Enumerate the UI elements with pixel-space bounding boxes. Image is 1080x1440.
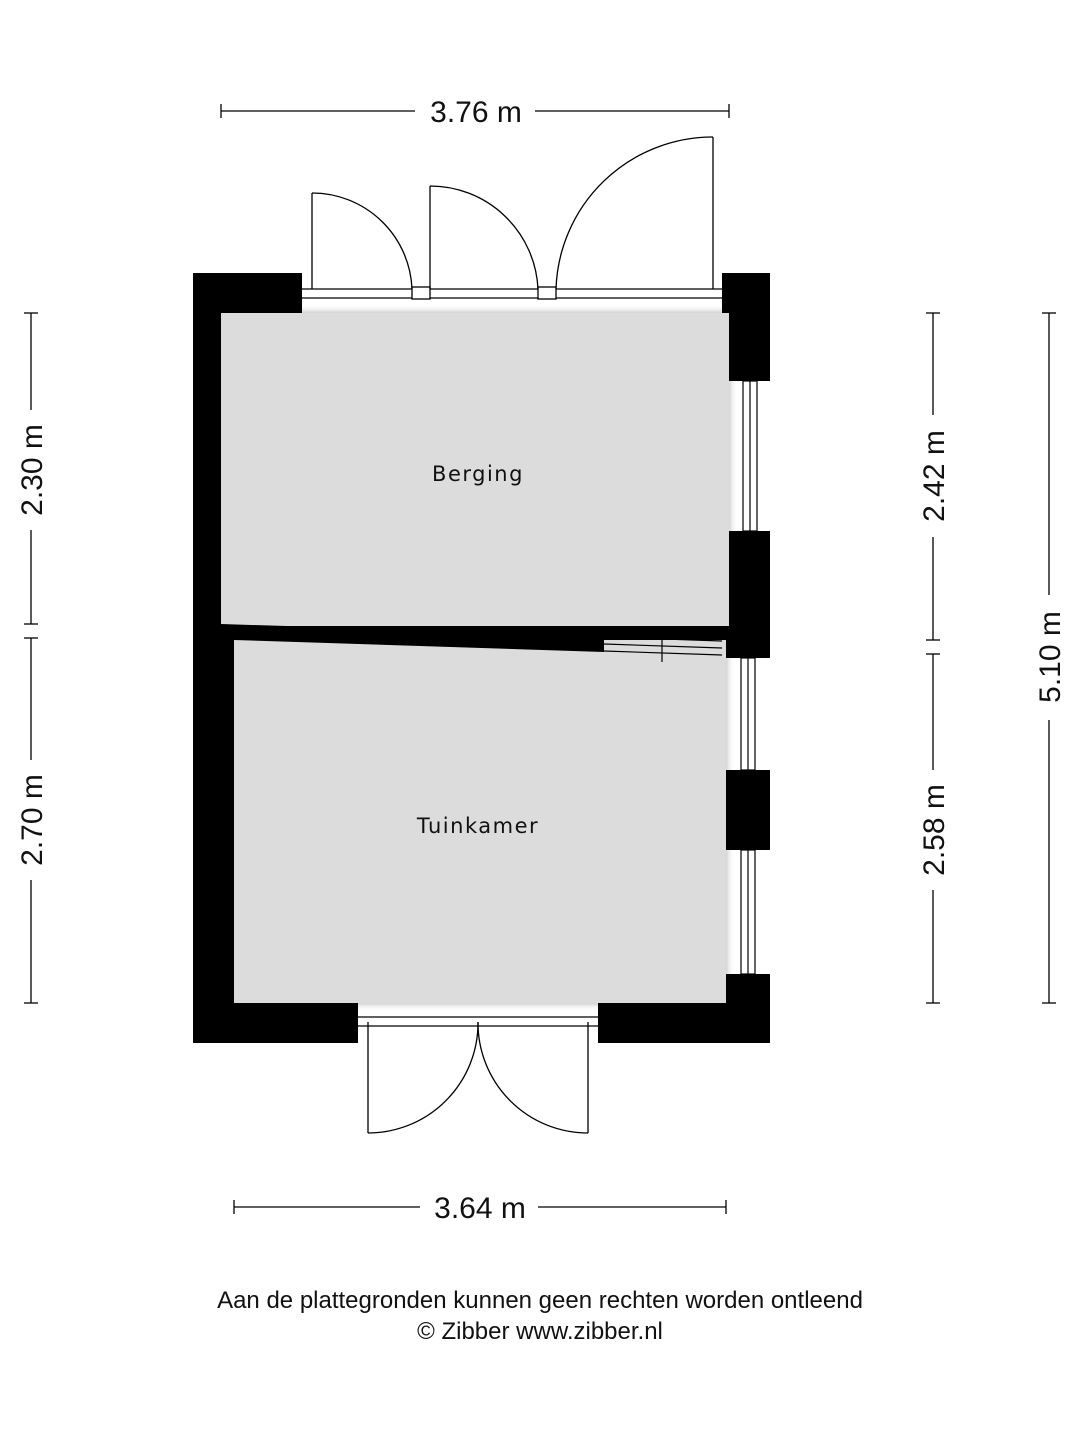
dim-right-lower: 2.58 m [918, 784, 951, 876]
dimension-lines [24, 104, 1056, 1214]
dim-right-upper: 2.42 m [918, 430, 951, 522]
dim-left-lower: 2.70 m [16, 774, 49, 866]
bottom-doors [358, 1016, 598, 1134]
room-floor-berging [221, 313, 729, 626]
room-label-tuinkamer: Tuinkamer [416, 814, 539, 838]
room-floor-tuinkamer [234, 640, 726, 1003]
dim-total-height: 5.10 m [1034, 611, 1067, 703]
top-door-opening [302, 272, 722, 314]
footer-disclaimer: Aan de plattegronden kunnen geen rechten… [217, 1287, 863, 1314]
right-windows [740, 380, 758, 975]
dim-top-width: 3.76 m [430, 96, 522, 129]
interior-wall [221, 624, 604, 652]
dim-bottom-width: 3.64 m [434, 1192, 526, 1225]
top-doors [302, 136, 722, 300]
interior-door [603, 628, 723, 662]
footer-copyright: © Zibber www.zibber.nl [417, 1318, 663, 1345]
dim-left-upper: 2.30 m [16, 424, 49, 516]
room-label-berging: Berging [432, 462, 524, 486]
